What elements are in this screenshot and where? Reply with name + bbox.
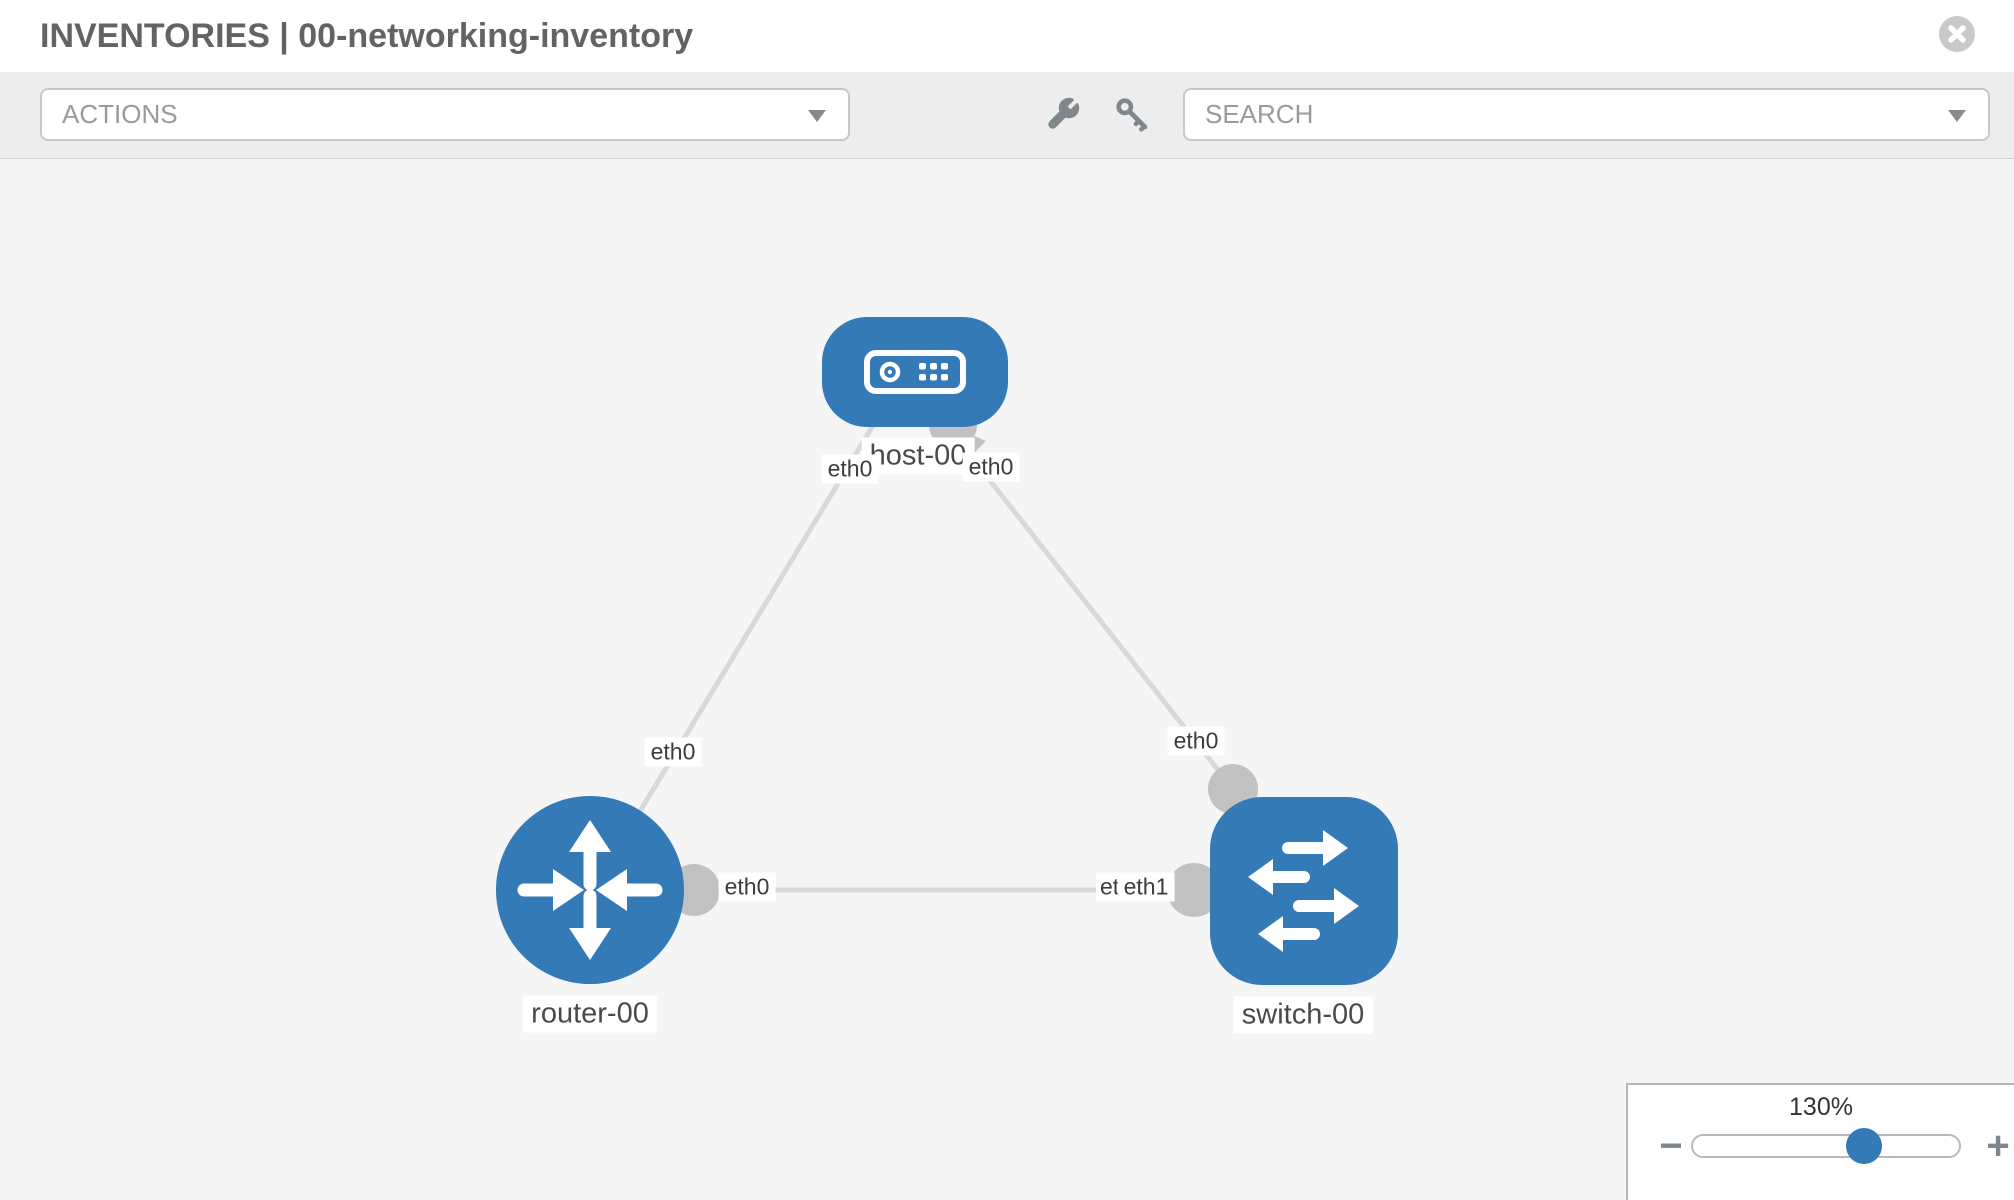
zoom-slider-track[interactable]: [1691, 1134, 1961, 1158]
search-dropdown[interactable]: SEARCH: [1183, 88, 1990, 141]
chevron-down-icon: [808, 110, 826, 122]
node-switch[interactable]: [1210, 797, 1398, 985]
page-title: INVENTORIES | 00-networking-inventory: [40, 17, 694, 55]
zoom-level-value: 130%: [1789, 1093, 1853, 1121]
header-bar: INVENTORIES | 00-networking-inventory: [0, 0, 2014, 73]
links-layer: [593, 422, 1235, 893]
zoom-control-panel: 130% − +: [1626, 1083, 2014, 1200]
close-icon[interactable]: [1938, 15, 1976, 53]
node-label-host: host-00: [861, 437, 975, 475]
interface-label-host-left: eth0: [821, 454, 879, 484]
zoom-out-button[interactable]: −: [1659, 1124, 1683, 1168]
zoom-slider-thumb[interactable]: [1846, 1128, 1882, 1164]
router-arrows-icon: [517, 820, 663, 960]
actions-dropdown-label: ACTIONS: [62, 99, 178, 129]
interface-label-router-uplink: eth0: [644, 737, 702, 767]
switch-arrows-icon: [1248, 830, 1359, 952]
interface-label-router-lan: eth0: [718, 872, 776, 902]
interface-label-switch-uplink: eth0: [1167, 726, 1225, 756]
interface-label-switch-lan: eth1: [1117, 872, 1175, 902]
node-host[interactable]: [822, 317, 1008, 427]
link-host-router[interactable]: [593, 422, 877, 886]
wrench-icon[interactable]: [1045, 96, 1081, 132]
interface-label-host-right: eth0: [962, 452, 1020, 482]
node-label-switch: switch-00: [1233, 996, 1373, 1034]
toolbar: ACTIONS SEARCH: [0, 72, 2014, 159]
actions-dropdown[interactable]: ACTIONS: [40, 88, 850, 141]
server-icon: [864, 350, 966, 394]
zoom-in-button[interactable]: +: [1986, 1124, 2010, 1168]
interface-dot-switch-left: [1167, 863, 1221, 917]
chevron-down-icon: [1948, 110, 1966, 122]
search-dropdown-label: SEARCH: [1205, 99, 1314, 129]
node-label-router: router-00: [523, 995, 657, 1033]
node-router[interactable]: [496, 796, 684, 984]
key-icon[interactable]: [1114, 96, 1150, 132]
